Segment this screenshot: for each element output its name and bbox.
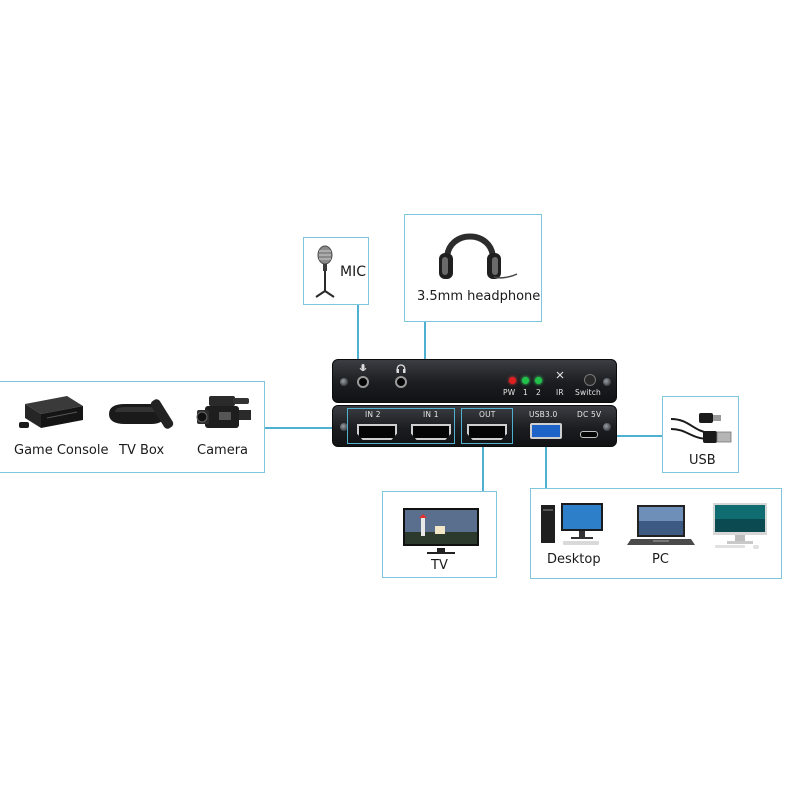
switcher-back-panel: IN 2 IN 1 OUT USB3.0 DC 5V xyxy=(332,405,617,447)
mic-jack[interactable] xyxy=(357,376,369,388)
usb-label: USB xyxy=(689,453,716,468)
output-highlight-frame xyxy=(461,408,513,444)
mic-callout: MIC xyxy=(303,237,369,305)
out-label: OUT xyxy=(479,410,496,419)
mic-port-icon xyxy=(359,364,367,371)
mic-connector-line xyxy=(357,305,359,385)
usb3-label: USB3.0 xyxy=(529,410,558,419)
input1-led xyxy=(522,377,529,384)
ir-receiver-icon xyxy=(556,371,564,379)
headphone-icon xyxy=(439,233,518,279)
hdmi-in2-port[interactable] xyxy=(357,424,397,440)
switcher-front-panel: PW 1 2 IR Switch xyxy=(332,359,617,403)
game-console-label: Game Console xyxy=(14,443,109,458)
dc-5v-port[interactable] xyxy=(580,431,598,438)
headphone-jack[interactable] xyxy=(395,376,407,388)
usb3-port[interactable] xyxy=(530,423,562,439)
inputs-highlight-frame xyxy=(347,408,455,444)
desktop-label: Desktop xyxy=(547,552,601,567)
in1-label: IN 1 xyxy=(423,410,439,419)
led1-label: 1 xyxy=(523,388,528,397)
led2-label: 2 xyxy=(536,388,541,397)
all-in-one-pc-icon xyxy=(713,503,767,549)
game-console-icon xyxy=(19,396,83,428)
tv-box-icon xyxy=(109,399,174,429)
laptop-icon xyxy=(627,505,695,545)
power-led xyxy=(509,377,516,384)
sources-connector-line xyxy=(265,427,347,429)
tv-callout: TV xyxy=(382,491,497,578)
headphone-label: 3.5mm headphone xyxy=(417,289,541,304)
screw xyxy=(340,378,348,386)
desktop-icon xyxy=(541,503,603,545)
tv-box-label: TV Box xyxy=(119,443,165,458)
switch-label: Switch xyxy=(575,388,601,397)
screw xyxy=(603,378,611,386)
computers-callout: Desktop PC xyxy=(530,488,782,579)
usb-callout: USB xyxy=(662,396,739,473)
mic-label: MIC xyxy=(340,264,366,280)
screw xyxy=(340,423,348,431)
pw-label: PW xyxy=(503,388,516,397)
camera-icon xyxy=(196,396,251,428)
ir-label: IR xyxy=(556,388,564,397)
switch-button[interactable] xyxy=(584,374,596,386)
hdmi-out-port[interactable] xyxy=(467,424,507,440)
input2-led xyxy=(535,377,542,384)
camera-label: Camera xyxy=(197,443,249,458)
tv-icon xyxy=(403,508,479,554)
microphone-icon xyxy=(315,245,335,298)
computers-connector-line xyxy=(545,440,547,490)
hdmi-in1-port[interactable] xyxy=(411,424,451,440)
pc-label: PC xyxy=(652,552,669,567)
sources-callout: Game Console TV Box Camera xyxy=(0,381,265,473)
in2-label: IN 2 xyxy=(365,410,381,419)
dc5v-label: DC 5V xyxy=(577,410,602,419)
headphone-port-icon xyxy=(396,364,406,373)
headphone-connector-line-v xyxy=(424,321,426,383)
headphone-callout: 3.5mm headphone xyxy=(404,214,542,322)
usb-cable-icon xyxy=(670,413,732,443)
tv-connector-line xyxy=(482,440,484,493)
usb-connector-line xyxy=(604,435,664,437)
tv-label: TV xyxy=(431,558,448,573)
screw xyxy=(603,423,611,431)
